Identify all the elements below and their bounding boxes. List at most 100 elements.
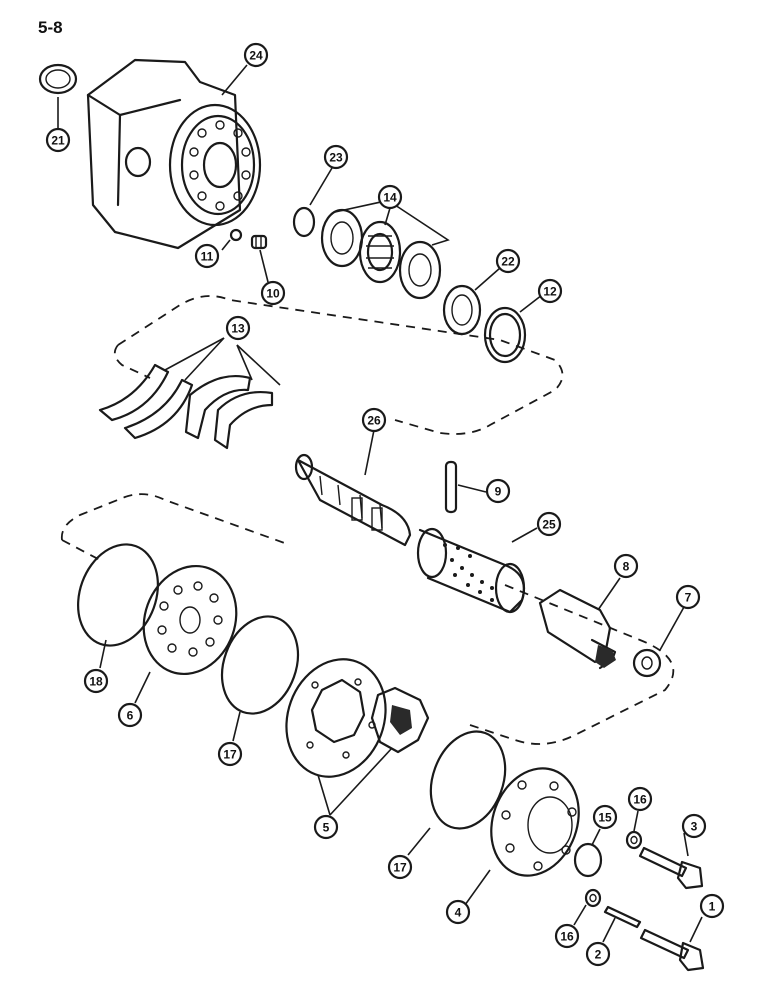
gerotor-set-5 <box>285 658 430 778</box>
callout-number: 16 <box>633 793 647 807</box>
callout-circle <box>260 280 286 306</box>
callout-circle <box>243 42 269 68</box>
callout-1: 1 <box>699 893 725 919</box>
callout-circle <box>217 741 243 767</box>
o-ring-18 <box>77 543 159 647</box>
callout-circle <box>585 941 611 967</box>
callout-number: 8 <box>623 560 630 574</box>
callout-number: 22 <box>501 255 515 269</box>
callout-circle <box>613 553 639 579</box>
callout-23: 23 <box>323 144 349 170</box>
thrust-bearing-14 <box>320 208 442 300</box>
group-outline-upper-left <box>113 344 151 379</box>
callout-10: 10 <box>260 280 286 306</box>
callout-circle <box>117 702 143 728</box>
callout-number: 26 <box>367 414 381 428</box>
group-outline-lower-left <box>61 539 101 561</box>
callout-circle <box>495 248 521 274</box>
callout-circle <box>194 243 220 269</box>
callout-number: 2 <box>595 948 602 962</box>
washer-16-upper <box>625 830 643 850</box>
o-ring-17-lower <box>429 730 507 830</box>
spacer-7 <box>632 648 662 678</box>
washer-16-lower <box>584 888 602 908</box>
callout-number: 24 <box>249 49 263 63</box>
callout-circle <box>225 315 251 341</box>
bolt-1 <box>639 928 705 972</box>
callout-3: 3 <box>681 813 707 839</box>
callout-9: 9 <box>485 478 511 504</box>
sleeve-25 <box>416 527 526 614</box>
callout-number: 25 <box>542 518 556 532</box>
page-number: 5-8 <box>38 18 63 37</box>
callout-number: 9 <box>495 485 502 499</box>
callout-number: 21 <box>51 134 65 148</box>
callout-12: 12 <box>537 278 563 304</box>
callout-number: 12 <box>543 285 557 299</box>
callout-17a: 17 <box>217 741 243 767</box>
seal-12 <box>483 306 527 364</box>
callout-number: 15 <box>598 811 612 825</box>
callout-circle <box>313 814 339 840</box>
callout-number: 11 <box>201 250 214 264</box>
callout-bubbles: 2124231411102212132692587186175171516341… <box>45 42 725 967</box>
callout-number: 3 <box>691 820 698 834</box>
end-cap-4 <box>490 767 580 877</box>
callout-17b: 17 <box>387 854 413 880</box>
callout-circle <box>323 144 349 170</box>
callout-circle <box>681 813 707 839</box>
check-ball-11 <box>229 228 243 242</box>
pin-2 <box>603 905 642 929</box>
callout-circle <box>592 804 618 830</box>
callout-number: 18 <box>89 675 103 689</box>
valve-plate-6 <box>142 564 238 676</box>
seal-ring-21 <box>38 63 78 95</box>
washer-22 <box>442 284 482 336</box>
callout-circle <box>554 923 580 949</box>
callout-14: 14 <box>377 184 403 210</box>
group-outline-upper <box>117 295 564 435</box>
group-outline-lower <box>60 493 675 745</box>
callout-circle <box>627 786 653 812</box>
callout-15: 15 <box>592 804 618 830</box>
o-ring-23 <box>292 206 316 238</box>
callout-number: 1 <box>709 900 716 914</box>
callout-circle <box>675 584 701 610</box>
callout-number: 17 <box>393 861 407 875</box>
callout-circle <box>445 899 471 925</box>
seal-plate-15 <box>573 842 603 878</box>
callout-circle <box>387 854 413 880</box>
callout-4: 4 <box>445 899 471 925</box>
callout-circle <box>536 511 562 537</box>
callout-7: 7 <box>675 584 701 610</box>
callout-number: 5 <box>323 821 330 835</box>
bolt-3 <box>638 846 704 890</box>
callout-18: 18 <box>83 668 109 694</box>
callout-16b: 16 <box>554 923 580 949</box>
callout-circle <box>361 407 387 433</box>
leader-lines <box>57 64 703 943</box>
callout-circle <box>45 127 71 153</box>
callout-number: 7 <box>685 591 692 605</box>
callout-circle <box>699 893 725 919</box>
callout-21: 21 <box>45 127 71 153</box>
spool-26 <box>294 453 412 547</box>
callout-26: 26 <box>361 407 387 433</box>
shims-13 <box>98 363 274 450</box>
callout-number: 4 <box>455 906 462 920</box>
callout-circle <box>377 184 403 210</box>
callout-number: 14 <box>383 191 397 205</box>
drive-shaft-8 <box>538 588 617 670</box>
callout-number: 13 <box>231 322 245 336</box>
callout-11: 11 <box>194 243 220 269</box>
callout-2: 2 <box>585 941 611 967</box>
callout-circle <box>83 668 109 694</box>
plug-10 <box>250 234 268 250</box>
callout-25: 25 <box>536 511 562 537</box>
callout-circle <box>537 278 563 304</box>
callout-24: 24 <box>243 42 269 68</box>
o-ring-17-upper <box>220 615 300 715</box>
callout-number: 16 <box>560 930 574 944</box>
